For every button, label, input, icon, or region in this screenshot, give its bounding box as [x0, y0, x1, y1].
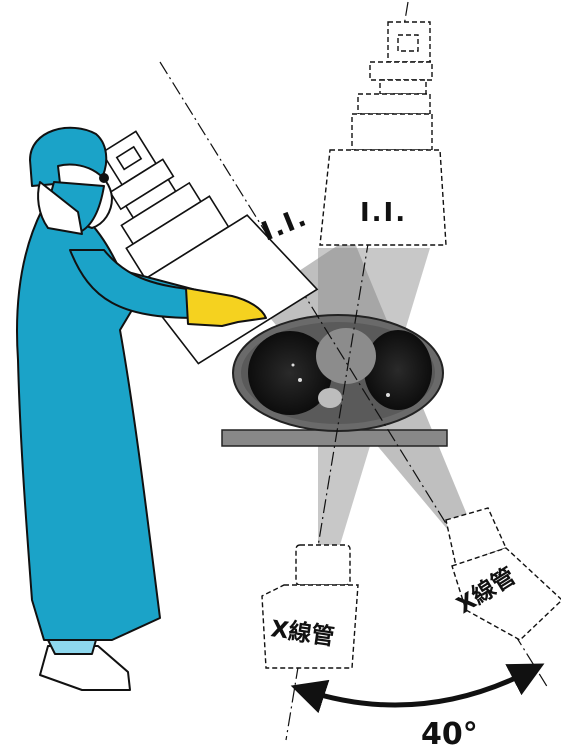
ii-vertical-label: I.I.	[360, 198, 407, 228]
rotation-arrow-icon	[304, 670, 532, 705]
ct-chest-cross-section	[233, 315, 443, 431]
xray-tube-vertical	[262, 545, 358, 668]
ii-tilted-label: I.I.	[257, 202, 312, 247]
rotation-angle-label: 40°	[421, 717, 478, 751]
eye	[100, 174, 108, 182]
patient-table	[222, 430, 447, 446]
